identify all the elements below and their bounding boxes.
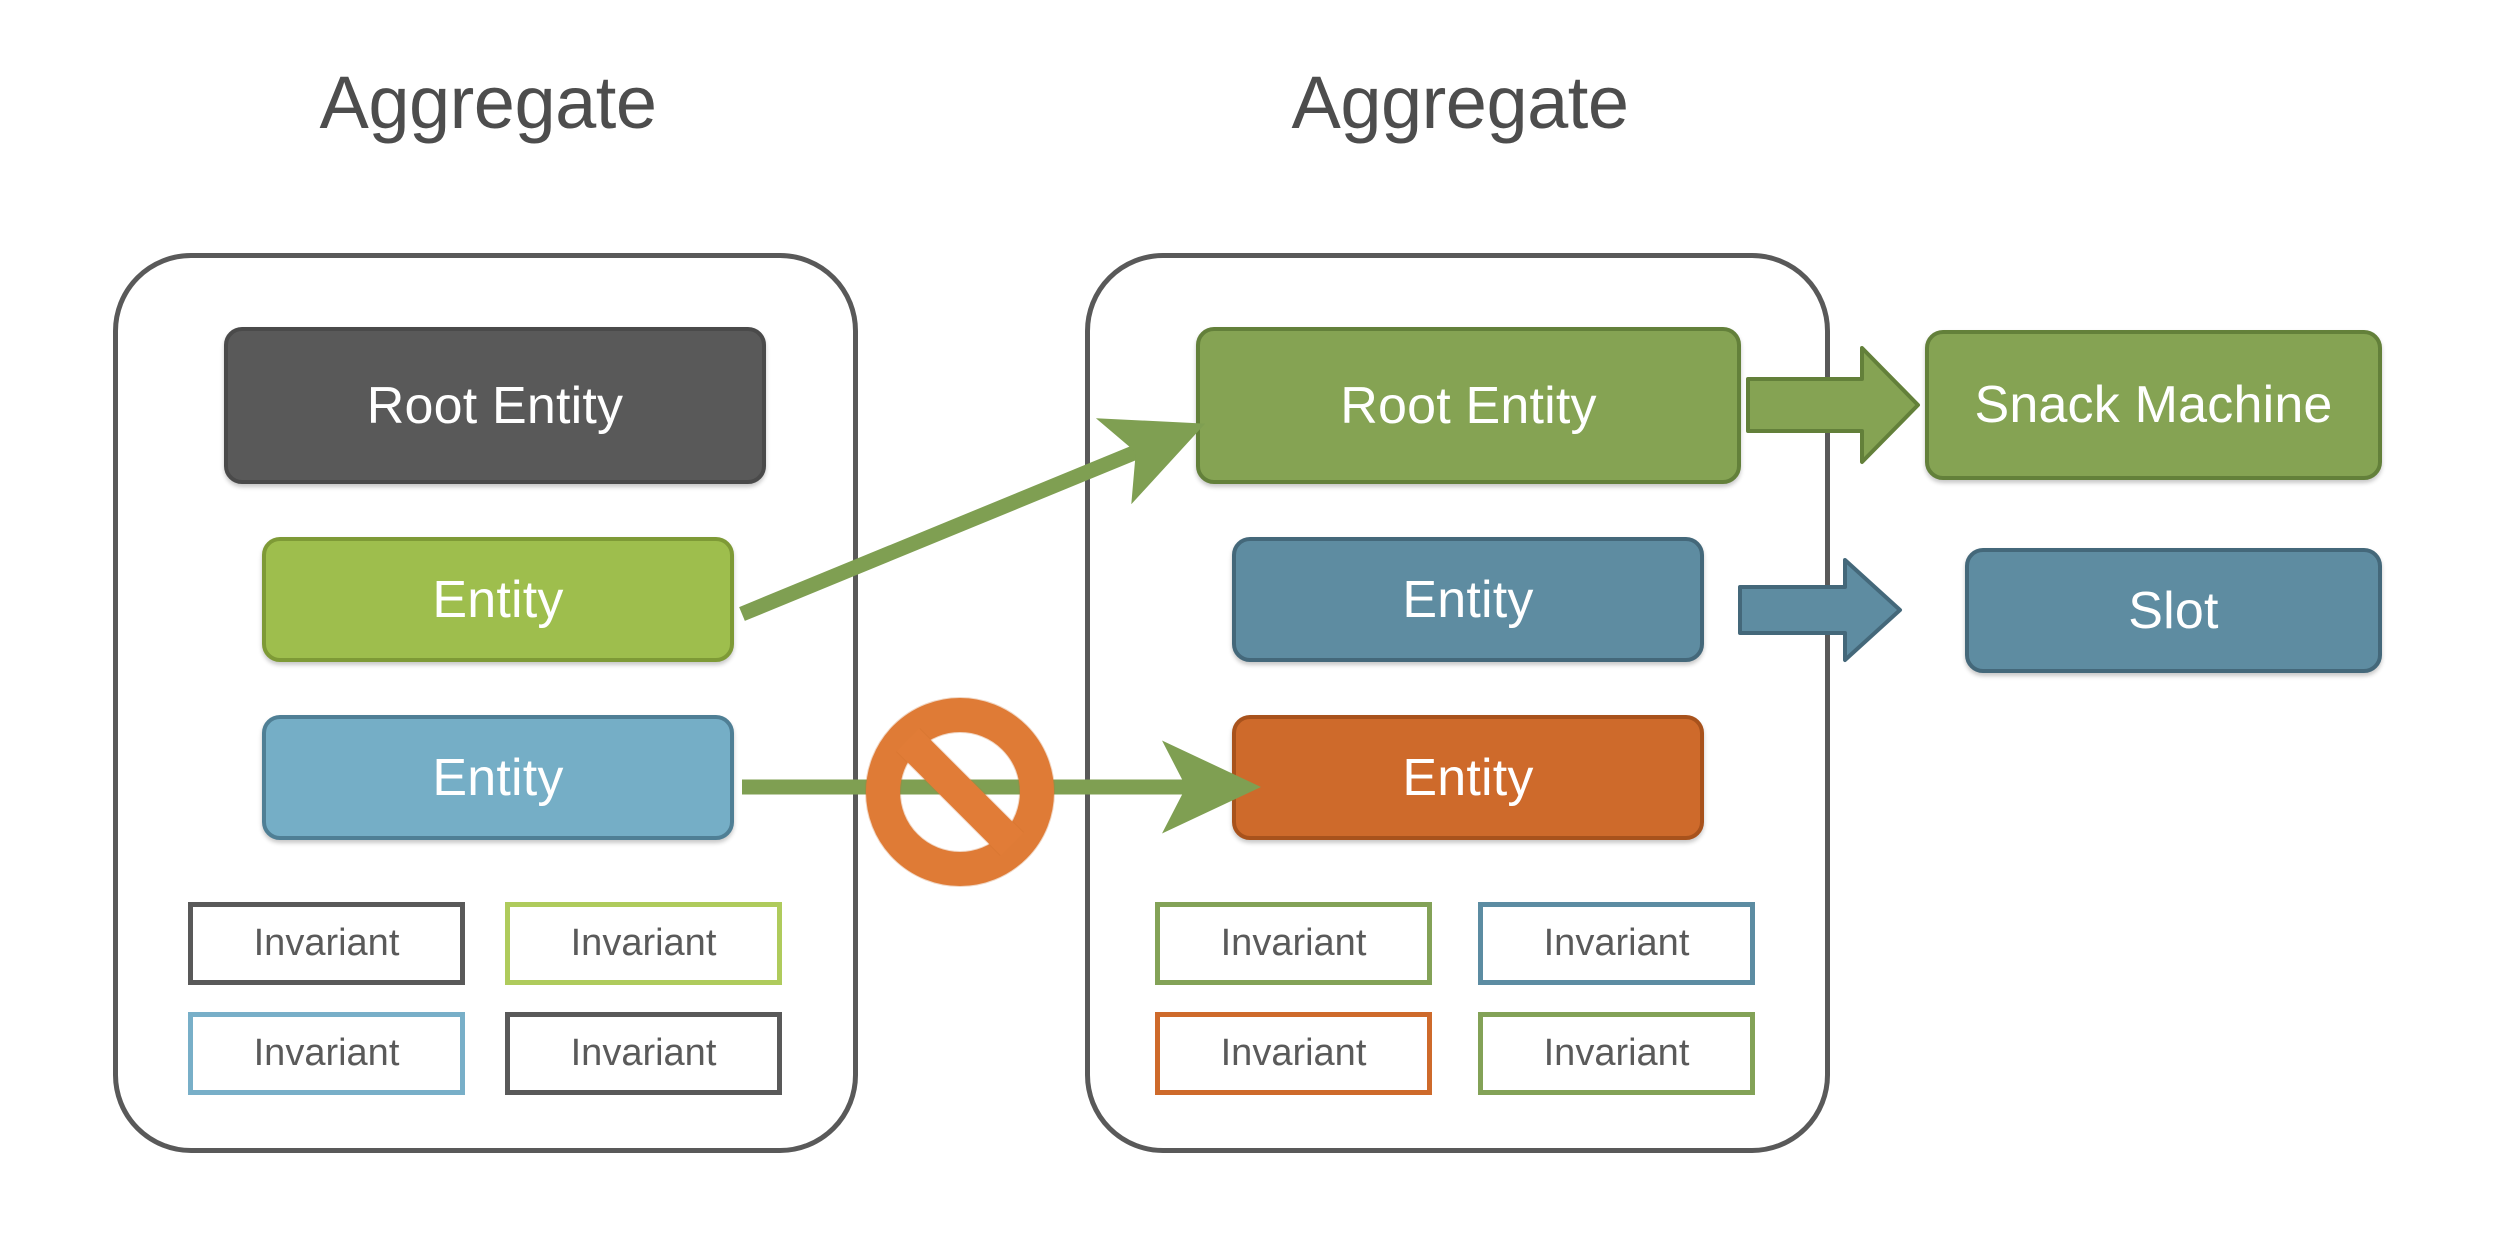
right-entity-steel[interactable]: Entity <box>1232 537 1704 662</box>
left-invariant-3[interactable]: Invariant <box>188 1012 465 1095</box>
left-invariant-2[interactable]: Invariant <box>505 902 782 985</box>
left-entity-lime[interactable]: Entity <box>262 537 734 662</box>
right-entity-orange[interactable]: Entity <box>1232 715 1704 840</box>
left-invariant-4[interactable]: Invariant <box>505 1012 782 1095</box>
right-invariant-2[interactable]: Invariant <box>1478 902 1755 985</box>
left-invariant-1[interactable]: Invariant <box>188 902 465 985</box>
left-entity-root[interactable]: Root Entity <box>224 327 766 484</box>
right-invariant-3[interactable]: Invariant <box>1155 1012 1432 1095</box>
left-aggregate-container <box>113 253 858 1153</box>
left-aggregate-title: Aggregate <box>319 61 658 144</box>
slot-box[interactable]: Slot <box>1965 548 2382 673</box>
right-invariant-4[interactable]: Invariant <box>1478 1012 1755 1095</box>
right-invariant-1[interactable]: Invariant <box>1155 902 1432 985</box>
right-aggregate-title: Aggregate <box>1291 61 1630 144</box>
left-entity-blue[interactable]: Entity <box>262 715 734 840</box>
snack-machine-box[interactable]: Snack Machine <box>1925 330 2382 480</box>
right-entity-root[interactable]: Root Entity <box>1196 327 1741 484</box>
no-entry-icon <box>865 697 1055 887</box>
right-aggregate-container <box>1085 253 1830 1153</box>
